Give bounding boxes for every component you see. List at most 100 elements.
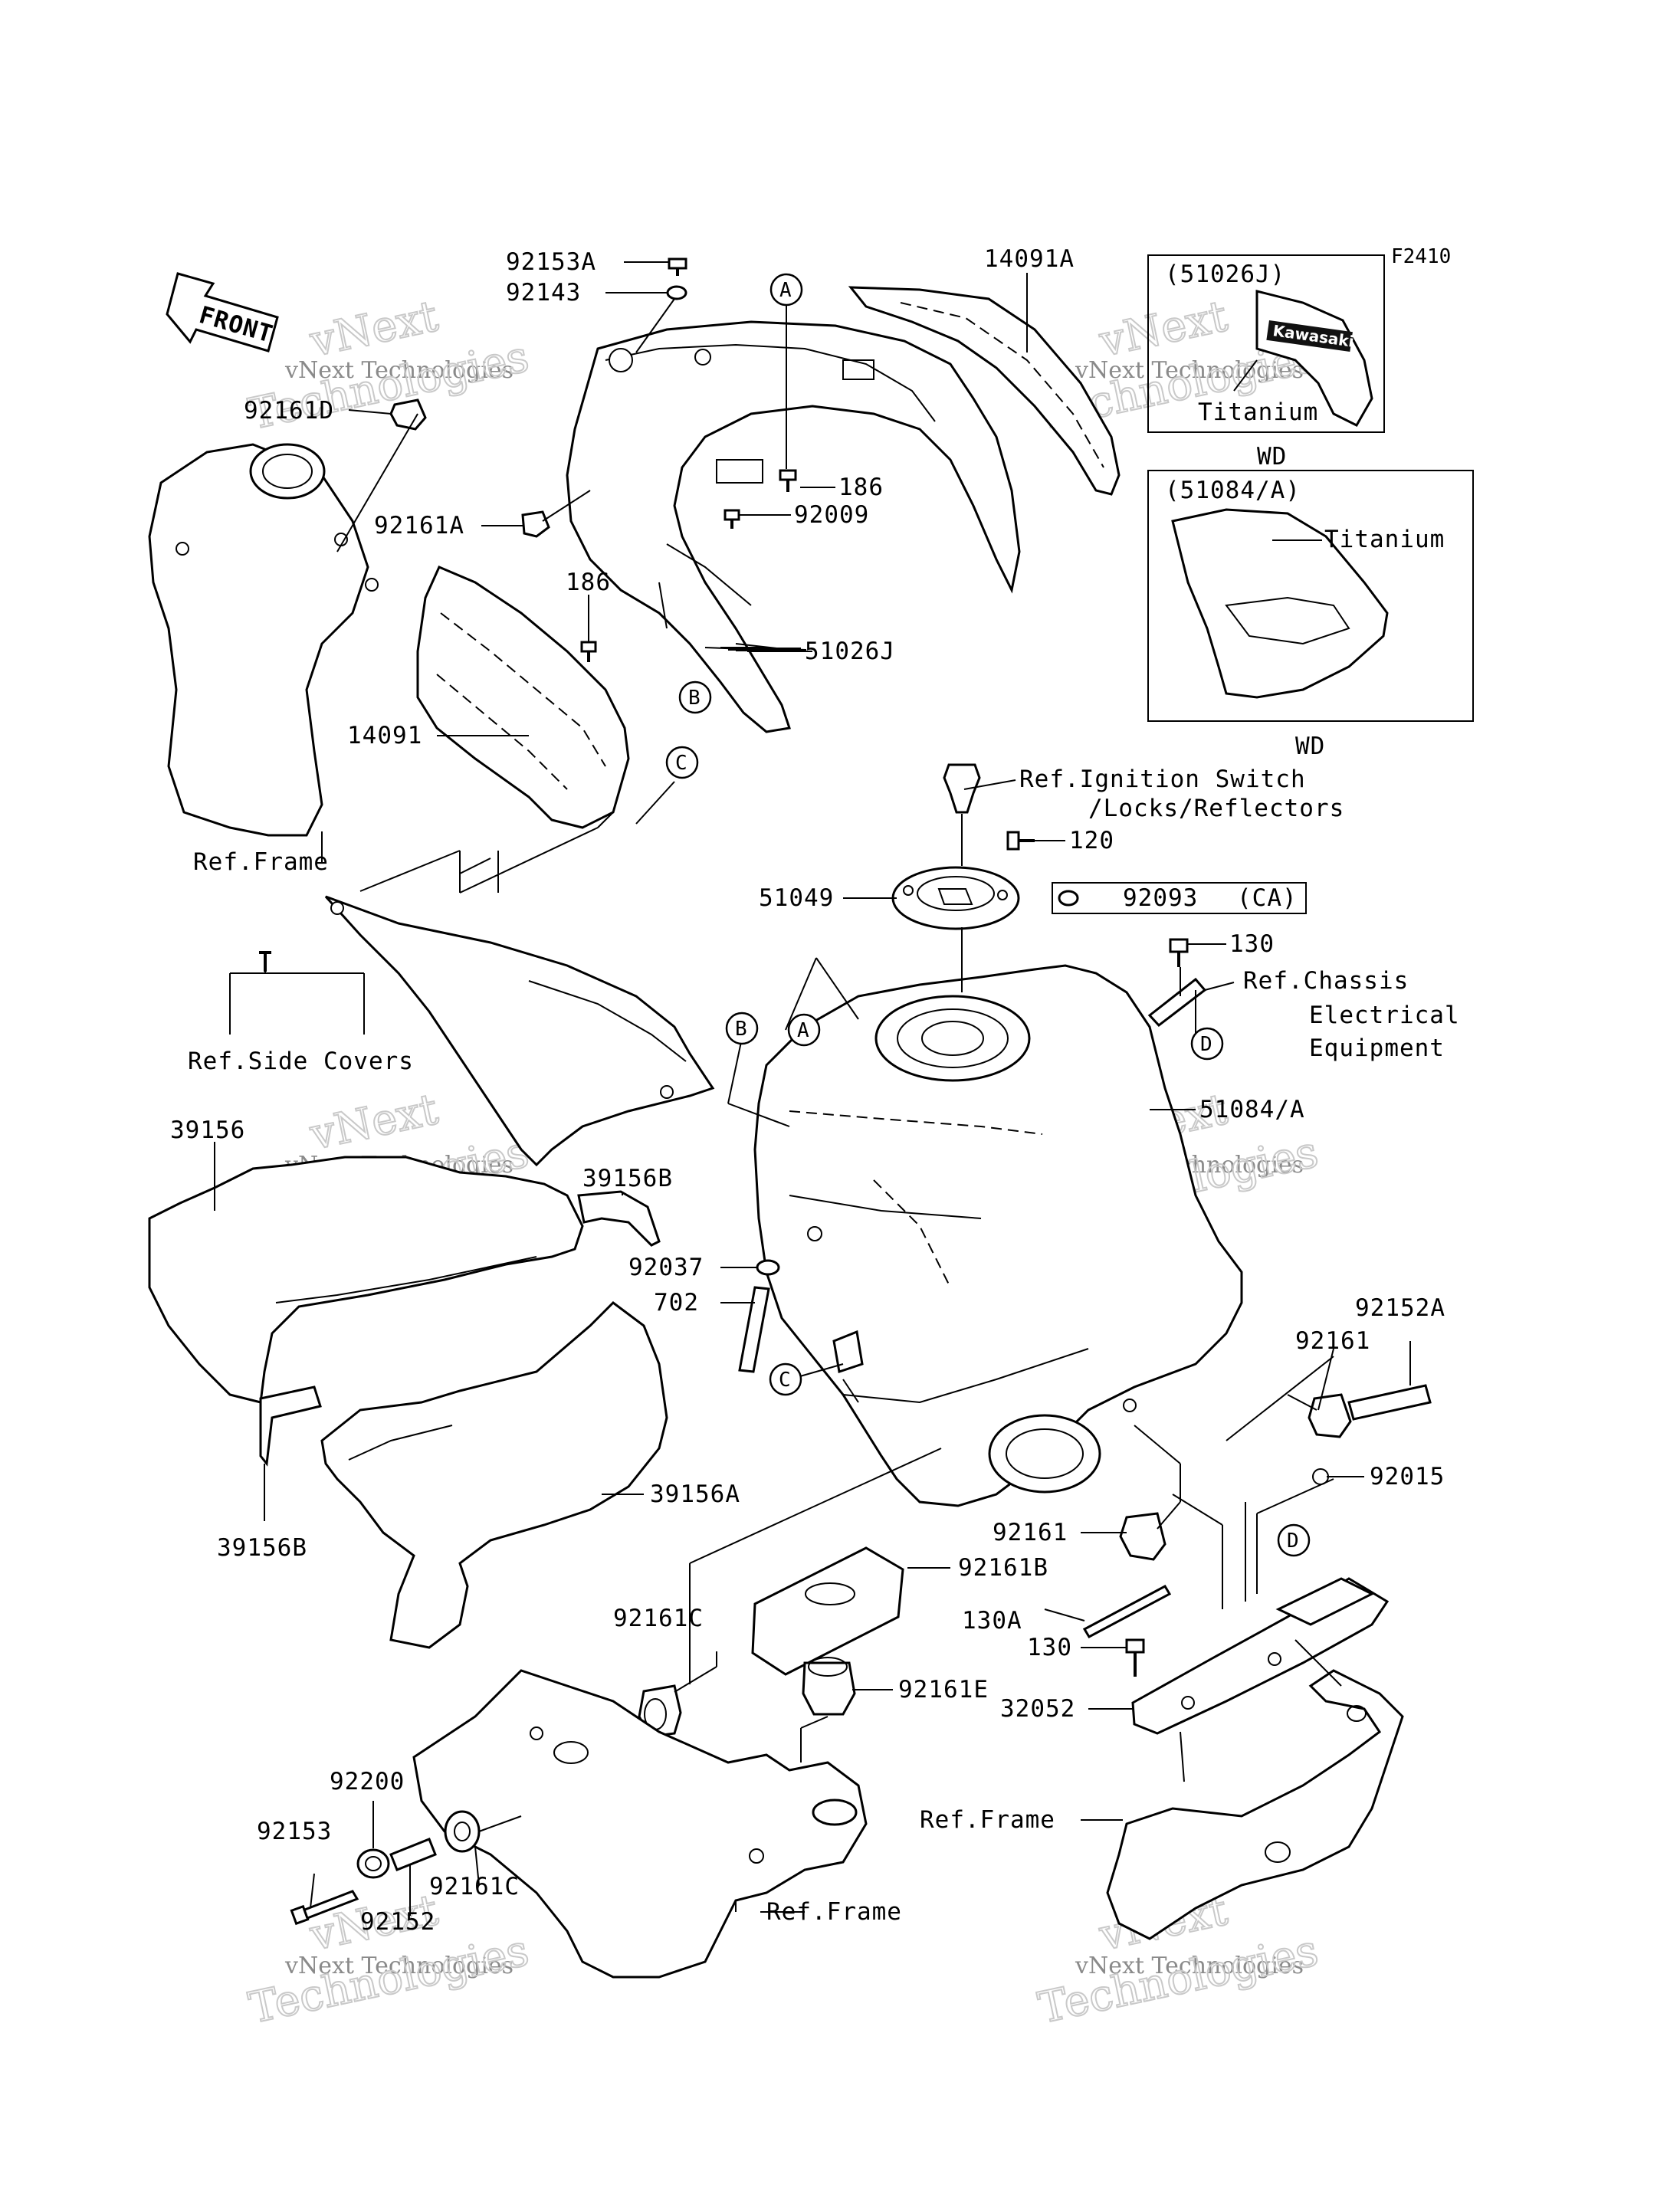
letter-C-tank: C	[769, 1362, 802, 1396]
frame-bottom-right	[1106, 1669, 1404, 1940]
ref-frame-bottom: Ref.Frame	[766, 1898, 902, 1926]
bolt-92153A	[668, 257, 687, 276]
damper-92161-mid	[1119, 1512, 1166, 1561]
ref-chassis-1: Ref.Chassis	[1243, 967, 1409, 995]
callout-32052: 32052	[1000, 1695, 1075, 1723]
reference-labels: Ref.Frame Ref.Side Covers Ref.Ignition S…	[188, 766, 1460, 1926]
ref-ignition-2: /Locks/Reflectors	[1088, 795, 1344, 822]
callout-186-lower: 186	[566, 569, 611, 596]
letter-D-bracket: D	[1277, 1523, 1311, 1557]
callout-92153: 92153	[257, 1818, 332, 1845]
clamp-92037	[756, 1259, 780, 1276]
callout-92153A: 92153A	[506, 248, 596, 276]
callout-14091: 14091	[347, 722, 422, 749]
svg-text:vNext Technologies: vNext Technologies	[284, 1953, 514, 1979]
svg-text:vNext Technologies: vNext Technologies	[284, 357, 514, 384]
ref-frame-right: Ref.Frame	[920, 1806, 1055, 1834]
tank-cover-51026J	[566, 320, 1021, 733]
frame-bottom-left	[412, 1669, 868, 1979]
letter-B-top: B	[678, 680, 712, 714]
callout-92161C-bottom: 92161C	[429, 1873, 520, 1900]
ref-chassis-2: Electrical	[1309, 1002, 1460, 1029]
svg-text:vNext Technologies: vNext Technologies	[1075, 357, 1304, 384]
svg-text:D: D	[1287, 1530, 1299, 1553]
screw-92009	[724, 509, 740, 529]
insulator-39156B-bottom	[259, 1385, 322, 1467]
inset-bottom-model: WD	[1295, 733, 1325, 760]
svg-text:A: A	[779, 279, 792, 302]
damper-92161B	[751, 1546, 904, 1676]
callout-92152A: 92152A	[1355, 1294, 1445, 1322]
callout-92161A: 92161A	[374, 512, 464, 539]
callout-130-bottom: 130	[1027, 1634, 1072, 1661]
callout-92200: 92200	[330, 1768, 405, 1795]
letter-A-top: A	[769, 273, 803, 307]
note-box-92093	[1052, 882, 1307, 914]
callout-51084A: 51084/A	[1199, 1096, 1305, 1123]
callout-92037: 92037	[628, 1254, 704, 1281]
ref-frame-left: Ref.Frame	[193, 848, 329, 876]
washer-92143	[666, 285, 687, 300]
damper-92161C-bottom	[444, 1810, 481, 1853]
ref-chassis-3: Equipment	[1309, 1035, 1445, 1062]
diagram-code: F2410	[1391, 245, 1451, 268]
frame-left-top	[148, 443, 379, 837]
bracket-32052	[1131, 1577, 1390, 1735]
washer-92200	[356, 1848, 390, 1879]
callout-130-top: 130	[1229, 930, 1275, 958]
inset-51084A: (51084/A) Titanium	[1147, 470, 1474, 722]
svg-text:Titanium: Titanium	[1198, 398, 1318, 426]
grommet-92161D	[389, 398, 427, 431]
letter-D-tank: D	[1190, 1027, 1224, 1061]
callout-51049: 51049	[759, 884, 834, 912]
fuel-tank-51084A	[753, 964, 1243, 1507]
damper-92161-right	[1308, 1393, 1352, 1438]
clip-ref-chassis	[1147, 977, 1207, 1028]
callout-92093: 92093	[1123, 884, 1198, 912]
side-cover-ref	[324, 895, 715, 1167]
callout-labels: 92153A 92143 92161D 92161A 186 92009 186…	[170, 245, 1445, 1936]
callout-120: 120	[1069, 827, 1114, 854]
svg-text:C: C	[675, 752, 687, 775]
svg-text:(51084/A): (51084/A)	[1165, 477, 1301, 504]
callout-92161D: 92161D	[244, 397, 334, 425]
side-grip-14091A	[848, 286, 1121, 496]
screw-120	[1006, 831, 1035, 851]
insulator-39156A	[320, 1301, 668, 1649]
front-arrow-icon: FRONT	[166, 272, 279, 353]
svg-text:D: D	[1200, 1033, 1212, 1056]
letter-C-top: C	[665, 746, 699, 779]
collar-92152A	[1347, 1384, 1432, 1421]
nut-92093	[1058, 890, 1079, 907]
svg-text:A: A	[797, 1019, 809, 1042]
assembly-guides	[1172, 1356, 1342, 1782]
svg-text:(51026J): (51026J)	[1165, 261, 1285, 288]
grommet-92161A	[521, 510, 550, 538]
insulator-39156B-top	[577, 1190, 661, 1247]
letter-A-tank: A	[787, 1013, 821, 1047]
inset-51026J: (51026J) Kawasaki Titanium	[1147, 254, 1385, 433]
bolt-130-top	[1169, 938, 1189, 967]
bolt-92153	[290, 1890, 359, 1926]
callout-702: 702	[654, 1289, 699, 1317]
callout-39156A: 39156A	[650, 1481, 740, 1508]
hose-702	[738, 1286, 770, 1373]
callout-92152: 92152	[360, 1908, 435, 1936]
callout-92015: 92015	[1370, 1463, 1445, 1490]
callout-92093-note: (CA)	[1237, 884, 1298, 912]
callout-92161E: 92161E	[898, 1676, 989, 1703]
screw-186-lower	[580, 641, 597, 662]
svg-text:vNext Technologies: vNext Technologies	[1075, 1953, 1304, 1979]
callout-186-upper: 186	[838, 474, 884, 501]
callout-39156B-bottom: 39156B	[217, 1534, 307, 1562]
svg-text:C: C	[779, 1369, 791, 1392]
bolt-130A	[1082, 1585, 1172, 1638]
callout-39156B-top: 39156B	[582, 1165, 673, 1192]
screw-186-upper	[779, 469, 797, 492]
callout-92161-mid: 92161	[993, 1519, 1068, 1546]
svg-text:Titanium: Titanium	[1324, 526, 1445, 553]
callout-92009: 92009	[794, 501, 869, 529]
letter-B-tank: B	[725, 1012, 759, 1045]
collar-92152	[389, 1838, 437, 1871]
